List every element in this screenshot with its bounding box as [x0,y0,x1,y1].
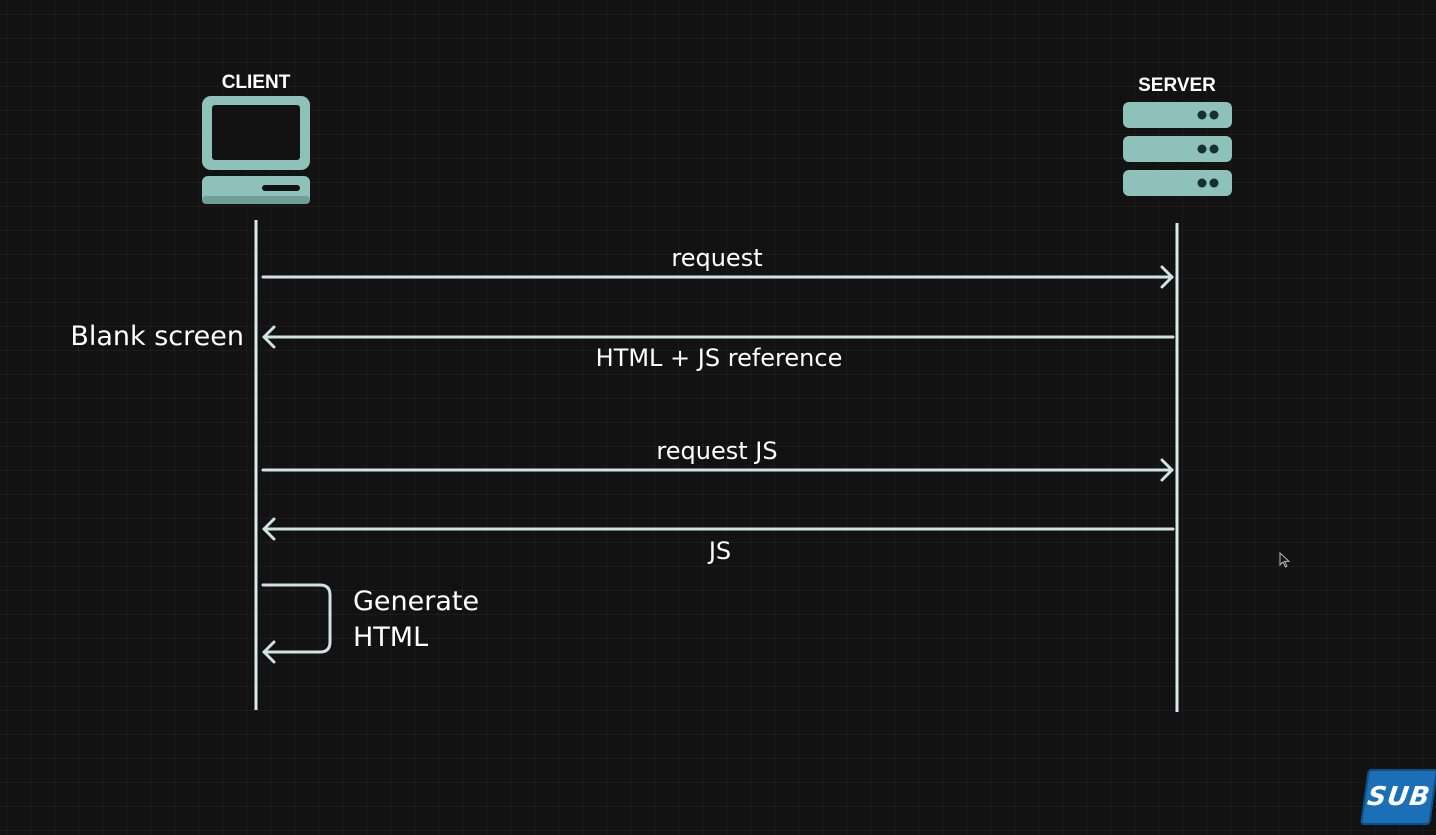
arrowhead-left-icon [262,640,276,664]
arrowhead-left-icon [262,325,276,349]
arrowhead-left-icon [262,517,276,541]
message-label: request JS [656,437,777,465]
server-actor: SERVER [1123,75,1232,196]
blank-screen-label: Blank screen [70,321,244,352]
mouse-cursor-icon [1279,552,1291,568]
message-request: request [261,244,1174,289]
self-message-generate-html: Generate HTML [261,583,479,664]
computer-icon [202,96,310,204]
generate-label: Generate [353,586,479,617]
client-label: CLIENT [222,72,291,93]
html-label: HTML [353,622,428,653]
sub-badge-label: SUB [1365,782,1433,812]
sub-badge-logo: SUB [1360,769,1436,825]
message-label: JS [707,537,731,565]
message-js: JS [262,517,1175,565]
server-icon [1123,102,1232,196]
client-actor: CLIENT [202,72,310,204]
arrowhead-right-icon [1160,265,1174,289]
arrowhead-right-icon [1160,458,1174,482]
message-label: request [671,244,762,272]
message-html-js-reference: HTML + JS reference [262,325,1175,372]
server-label: SERVER [1138,75,1216,96]
message-label: HTML + JS reference [596,344,843,372]
message-request-js: request JS [261,437,1174,482]
